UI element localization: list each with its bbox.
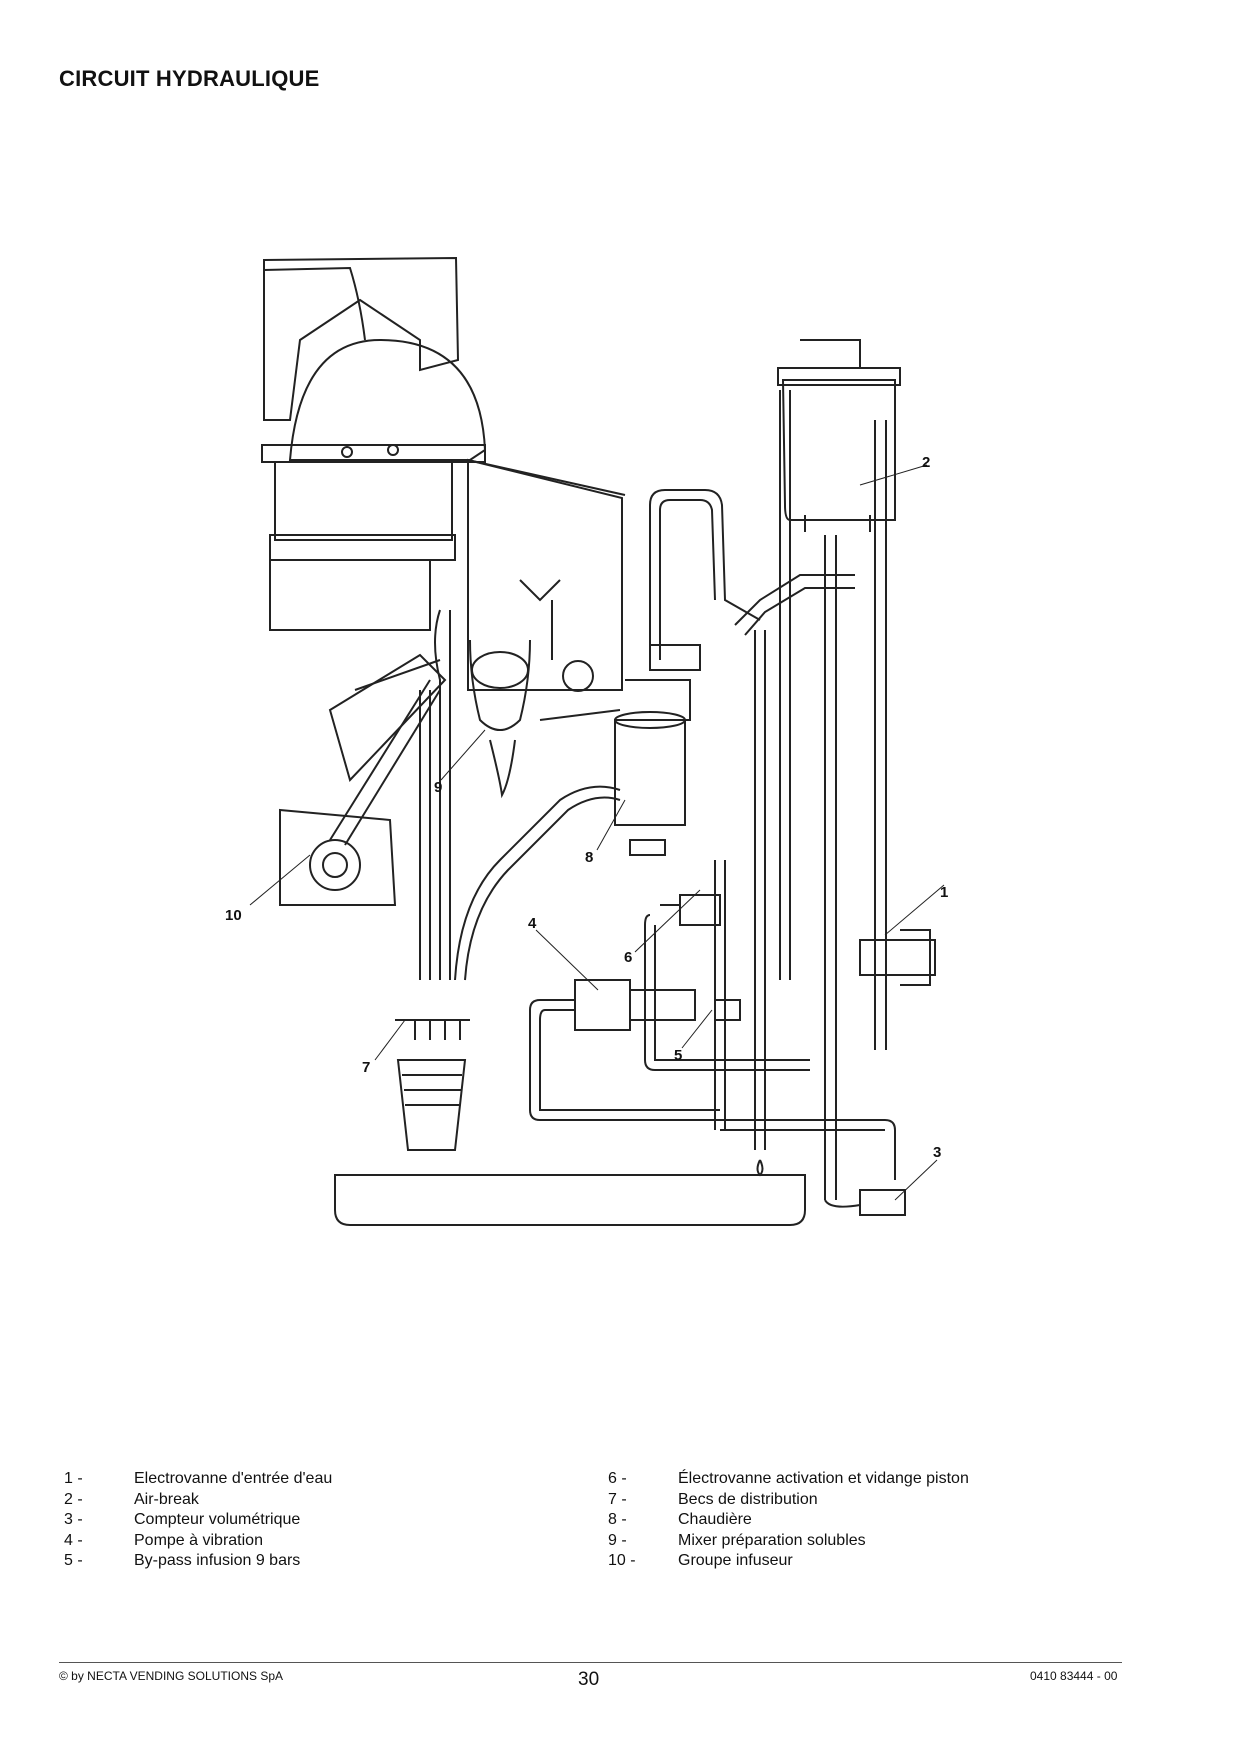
legend-item: 2 - Air-break [64,1490,332,1511]
legend-left-column: 1 - Electrovanne d'entrée d'eau 2 - Air-br… [64,1469,332,1572]
legend-label: Électrovanne activation et vidange pisto… [678,1470,969,1487]
callout-7: 7 [362,1059,370,1076]
footer-divider [59,1662,1122,1663]
legend-number: 9 - [608,1531,627,1549]
legend-item: 1 - Electrovanne d'entrée d'eau [64,1469,332,1490]
callout-6: 6 [624,949,632,966]
page-title: CIRCUIT HYDRAULIQUE [59,66,320,91]
legend-number: 7 - [608,1490,627,1508]
document-code: 0410 83444 - 00 [1030,1669,1118,1683]
page-number: 30 [578,1669,600,1690]
legend-label: Mixer préparation solubles [678,1531,866,1549]
callout-9: 9 [434,779,442,796]
legend-item: 3 - Compteur volumétrique [64,1510,332,1531]
legend-label: Chaudière [678,1511,752,1528]
legend-item: 5 - By-pass infusion 9 bars [64,1551,332,1572]
callout-8: 8 [585,849,593,866]
legend-item: 9 - Mixer préparation solubles [608,1531,969,1552]
legend-item: 10 - Groupe infuseur [608,1551,969,1572]
legend-item: 6 - Électrovanne activation et vidange pi… [608,1469,969,1490]
legend-right-column: 6 - Électrovanne activation et vidange pi… [608,1469,969,1572]
legend-number: 1 - [64,1470,83,1487]
footer-copyright: © by NECTA VENDING SOLUTIONS SpA [59,1669,284,1683]
legend-item: 4 - Pompe à vibration [64,1531,332,1552]
legend-label: Electrovanne d'entrée d'eau [134,1470,333,1487]
callout-4: 4 [528,915,537,932]
legend-label: Becs de distribution [678,1490,818,1508]
legend-label: By-pass infusion 9 bars [134,1552,301,1569]
legend-number: 4 - [64,1531,83,1549]
callout-5: 5 [674,1047,682,1064]
legend-number: 2 - [64,1490,83,1508]
legend-label: Groupe infuseur [678,1552,793,1569]
legend-number: 6 - [608,1470,627,1487]
callout-3: 3 [933,1144,941,1161]
legend-item: 7 - Becs de distribution [608,1490,969,1511]
legend-label: Pompe à vibration [134,1531,263,1549]
legend-label: Compteur volumétrique [134,1511,301,1528]
legend-number: 3 - [64,1511,83,1528]
callout-10: 10 [225,907,242,924]
legend-number: 5 - [64,1552,83,1569]
legend-number: 8 - [608,1511,627,1528]
callout-1: 1 [940,884,948,901]
legend-number: 10 - [608,1552,636,1569]
legend-item: 8 - Chaudière [608,1510,969,1531]
legend-label: Air-break [134,1490,199,1508]
callout-2: 2 [922,454,930,471]
